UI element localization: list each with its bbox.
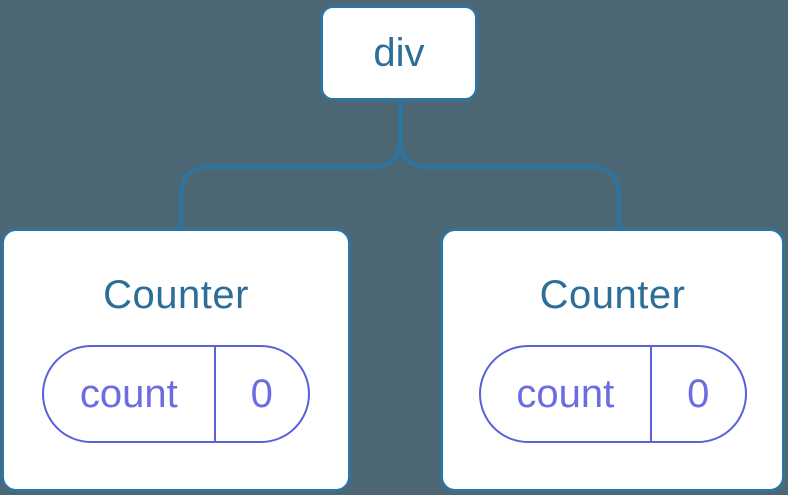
root-node-label: div [373, 30, 425, 75]
counter-node-left: Counter count 0 [1, 228, 351, 492]
state-key-label: count [44, 347, 216, 441]
state-key-label: count [481, 347, 653, 441]
root-node-div: div [320, 5, 478, 101]
state-pill: count 0 [478, 345, 747, 443]
counter-title: Counter [539, 273, 686, 317]
state-pill: count 0 [42, 345, 310, 443]
counter-node-right: Counter count 0 [440, 228, 785, 492]
connector-root-to-left-counter [178, 95, 403, 233]
counter-title: Counter [103, 273, 249, 317]
state-value: 0 [250, 371, 273, 416]
state-value: 0 [687, 371, 710, 416]
connector-root-to-right-counter [398, 95, 622, 233]
